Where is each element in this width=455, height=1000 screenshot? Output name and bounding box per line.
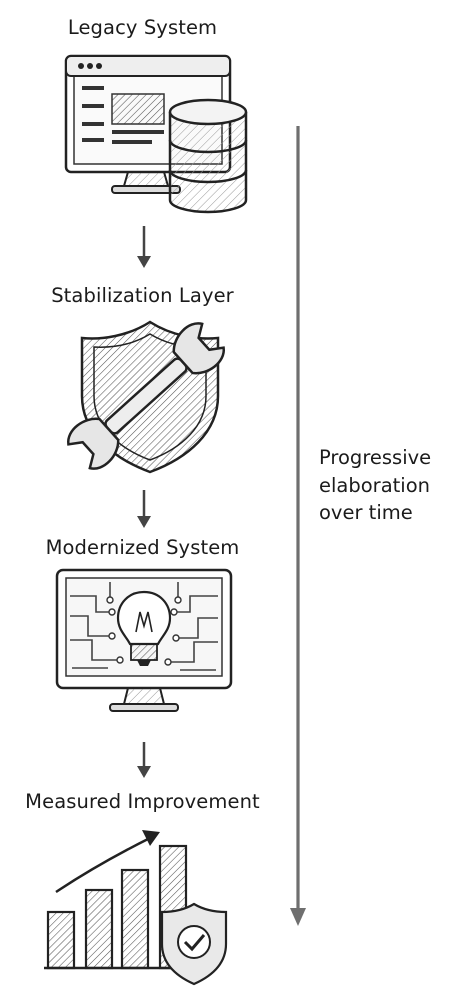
stage-label-measured-improvement: Measured Improvement	[25, 790, 260, 813]
down-arrow-icon	[290, 126, 306, 926]
stage-label-stabilization-layer: Stabilization Layer	[51, 284, 234, 307]
flow-arrow-1	[137, 226, 151, 268]
timeline-caption: Progressive elaboration over time	[319, 444, 431, 527]
flow-arrow-2	[137, 490, 151, 528]
stage-label-legacy-system: Legacy System	[67, 16, 218, 39]
legacy-computer-database-icon	[64, 54, 248, 214]
bar-chart-check-shield-icon	[44, 830, 228, 986]
timeline-caption-line-1: Progressive	[319, 446, 432, 469]
shield-wrench-icon	[67, 320, 225, 474]
timeline-caption-line-3: over time	[319, 501, 413, 524]
timeline-caption-line-2: elaboration	[319, 473, 430, 497]
flow-arrow-3	[137, 742, 151, 778]
circuit-lightbulb-monitor-icon	[55, 568, 233, 712]
stage-label-modernized-system: Modernized System	[45, 536, 240, 559]
